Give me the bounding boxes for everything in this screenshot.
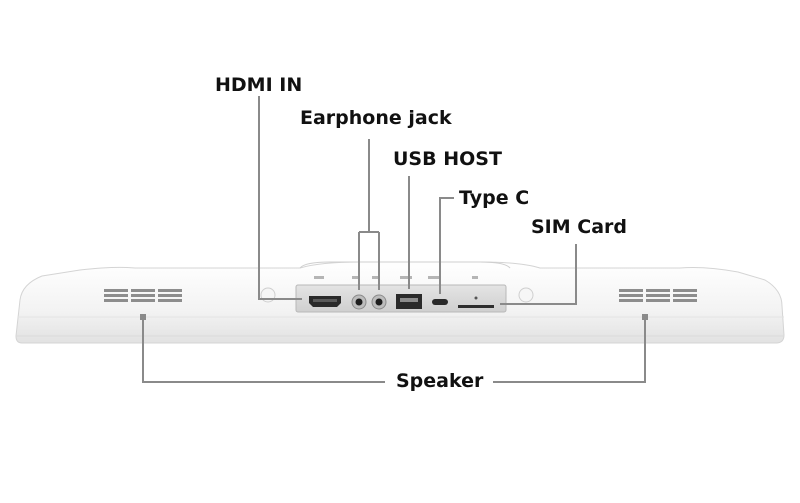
- speaker-slot: [673, 294, 697, 297]
- sim-leader-line: [500, 244, 577, 305]
- hdmi-port-icon: [309, 296, 341, 307]
- speaker-grille-right: [619, 289, 697, 302]
- speaker-slot: [619, 299, 643, 302]
- type-c-label: Type C: [459, 187, 530, 209]
- usb-port-icon: [396, 294, 422, 309]
- earphone-port-left-icon: [351, 294, 367, 310]
- speaker-slot: [619, 294, 643, 297]
- speaker-slot: [619, 289, 643, 292]
- earphone-port-right-icon: [371, 294, 387, 310]
- speaker-label: Speaker: [396, 370, 484, 392]
- speaker-slot: [646, 289, 670, 292]
- sim-slot-icon: [458, 296, 494, 308]
- speaker-slot: [158, 299, 182, 302]
- speaker-slot: [158, 289, 182, 292]
- speaker-slot: [158, 294, 182, 297]
- type-c-port-icon: [432, 299, 448, 305]
- hdmi-leader-line: [258, 96, 302, 300]
- speaker-slot: [104, 289, 128, 292]
- type-c-leader-line: [439, 197, 454, 294]
- speaker-slot: [131, 289, 155, 292]
- speaker-slot: [646, 294, 670, 297]
- sim-card-label: SIM Card: [531, 216, 628, 238]
- leader-markers: [140, 314, 648, 320]
- speaker-slot: [104, 294, 128, 297]
- hdmi-in-label: HDMI IN: [215, 74, 303, 96]
- speaker-slot: [673, 299, 697, 302]
- speaker-grille-left: [104, 289, 182, 302]
- leader-lines: [142, 96, 646, 383]
- speaker-slot: [673, 289, 697, 292]
- speaker-slot: [646, 299, 670, 302]
- earphone-jack-label: Earphone jack: [300, 107, 452, 129]
- speaker-slot: [131, 294, 155, 297]
- speaker-leader-line: [142, 317, 646, 383]
- earphone-leader-line: [358, 139, 380, 290]
- speaker-slot: [131, 299, 155, 302]
- speaker-slot: [104, 299, 128, 302]
- usb-host-label: USB HOST: [393, 148, 502, 170]
